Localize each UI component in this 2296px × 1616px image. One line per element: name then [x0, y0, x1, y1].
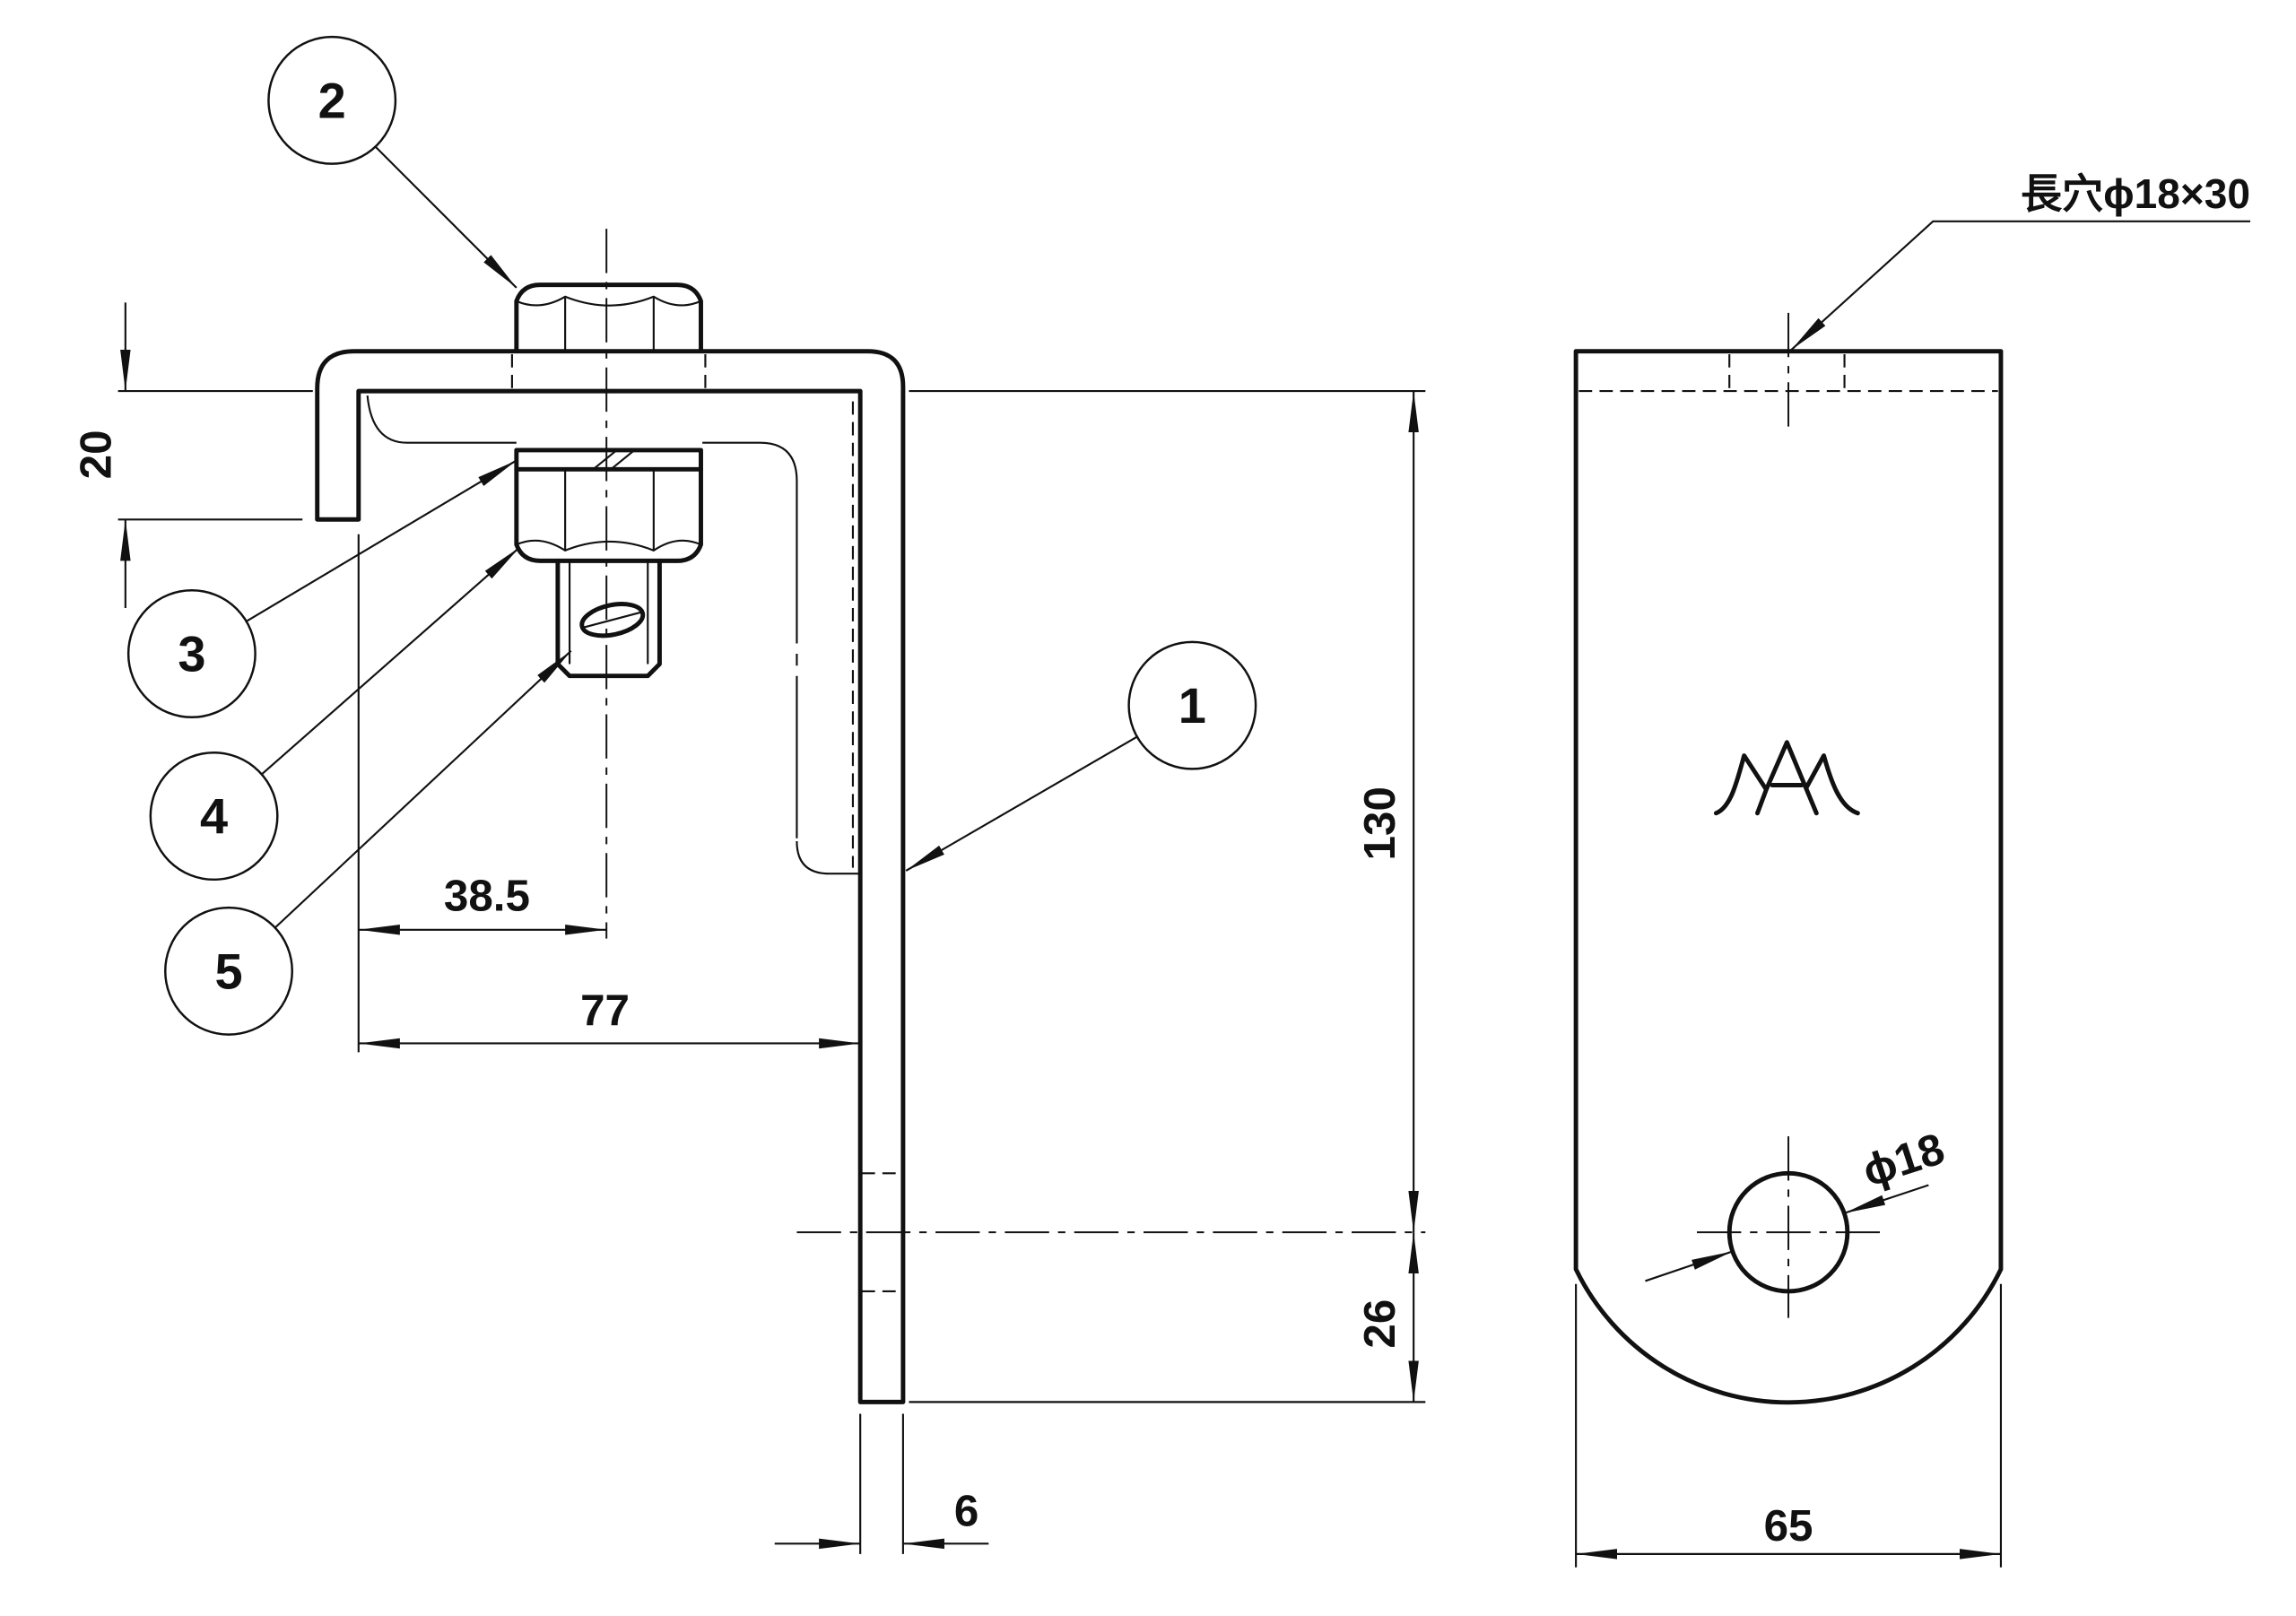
lower-nut — [514, 466, 703, 563]
balloon-1 — [1127, 640, 1257, 770]
balloon-2 — [267, 35, 397, 165]
washer-split-line — [592, 449, 636, 471]
balloon-5-label: 5 — [214, 943, 242, 999]
extension-lines-side — [117, 390, 1426, 1554]
balloon-4-label: 4 — [200, 788, 228, 845]
part-balloons: 2 3 4 5 1 — [126, 35, 1257, 1036]
slot-note-label: 長穴ϕ18×30 — [2021, 170, 2250, 217]
spring-washer — [514, 447, 703, 472]
upper-nut-faces — [516, 295, 701, 352]
inner-profile-line-lower — [796, 841, 861, 875]
dim-hole-arrow-right — [1844, 1184, 1929, 1214]
balloon-4-leader — [260, 546, 520, 776]
balloon-2-leader — [374, 145, 517, 289]
dim-hole-arrow-left — [1645, 1250, 1733, 1282]
balloon-3-leader — [246, 459, 517, 622]
inner-profile-line-upper — [366, 395, 798, 482]
balloon-3-label: 3 — [178, 626, 205, 682]
bolt-end — [555, 558, 662, 679]
leg-hole-hidden-lines — [861, 1172, 902, 1293]
cotter-pin-split-line — [584, 611, 641, 629]
mountain-logo-icon — [1713, 740, 1860, 816]
dim-20-label: 20 — [71, 430, 120, 479]
bolt-thread-lines — [568, 560, 649, 665]
dim-hole-diameter-label: ϕ18 — [1857, 1124, 1950, 1196]
upper-nut — [514, 282, 703, 354]
dim-130-label: 130 — [1355, 786, 1405, 860]
dim-65-label: 65 — [1764, 1501, 1813, 1551]
plate-outline — [1573, 349, 2004, 1405]
lower-nut-faces — [516, 469, 701, 552]
balloon-4 — [149, 752, 279, 882]
extension-lines-front — [1575, 1283, 2003, 1568]
balloon-5 — [164, 906, 293, 1036]
slot-note-leader — [1790, 220, 2250, 351]
dim-77-label: 77 — [580, 986, 630, 1036]
dim-26-label: 26 — [1355, 1299, 1405, 1349]
balloon-5-leader — [274, 649, 572, 929]
balloon-1-leader — [905, 735, 1139, 872]
slot-hidden-lines — [1728, 353, 1846, 390]
balloon-3 — [126, 589, 257, 719]
hole-center-lines — [1697, 1136, 1882, 1318]
cotter-pin — [579, 602, 646, 639]
side-view: 20 38.5 77 130 26 6 — [71, 229, 1426, 1554]
dim-38-5-label: 38.5 — [444, 871, 530, 920]
balloon-1-label: 1 — [1178, 677, 1206, 734]
dim-6-label: 6 — [954, 1487, 978, 1536]
bracket-outline — [315, 349, 906, 1404]
plate-hole-hidden-lines — [510, 353, 707, 390]
front-view: 長穴ϕ18×30 ϕ18 65 — [1573, 170, 2250, 1568]
balloon-2-label: 2 — [318, 72, 346, 128]
